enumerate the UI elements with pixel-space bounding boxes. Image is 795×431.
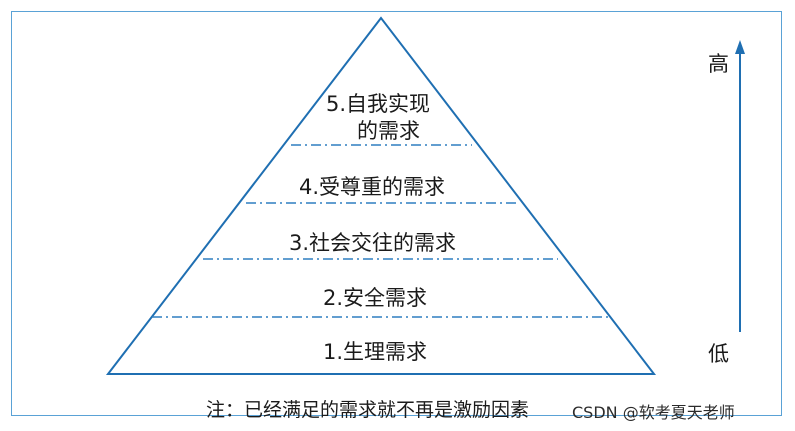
level-2-label: 2.安全需求	[323, 286, 428, 310]
priority-arrow-head	[735, 40, 745, 54]
pyramid-outline	[105, 16, 657, 375]
high-label: 高	[708, 52, 729, 76]
watermark: CSDN @软考夏天老师	[572, 403, 735, 422]
level-5-label-line-2: 的需求	[357, 119, 420, 143]
footnote: 注：已经满足的需求就不再是激励因素	[206, 399, 530, 421]
level-5-label-line-1: 5.自我实现	[326, 92, 431, 116]
level-3-label: 3.社会交往的需求	[289, 231, 457, 255]
level-4-label: 4.受尊重的需求	[299, 175, 446, 199]
figure-border	[11, 11, 782, 416]
low-label: 低	[708, 342, 729, 366]
level-1-label: 1.生理需求	[323, 340, 428, 364]
